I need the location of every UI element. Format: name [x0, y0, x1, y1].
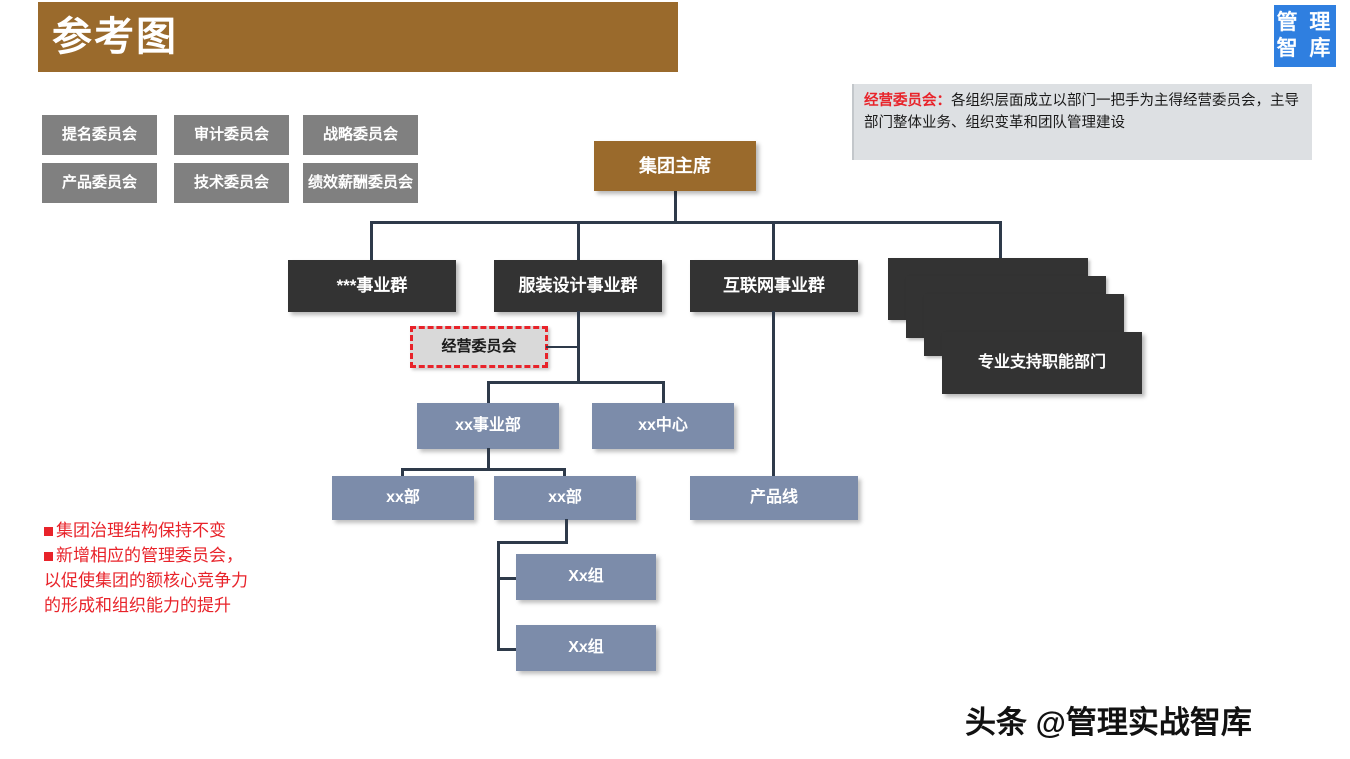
org-node-business-group-1[interactable]: ***事业群	[288, 260, 456, 312]
watermark: 头条 @管理实战智库	[965, 705, 1252, 740]
connector-drop-dept-1	[401, 468, 404, 481]
org-node-management-committee[interactable]: 经营委员会	[410, 326, 548, 368]
connector-group-branch-1	[497, 577, 518, 580]
org-node-label: Xx组	[568, 568, 604, 585]
committee-label: 提名委员会	[61, 126, 137, 143]
connector-level3-bus	[487, 381, 665, 384]
brand-logo: 管 理 智 库	[1274, 5, 1336, 67]
connector-drop-center	[662, 381, 665, 404]
committee-box-performance-compensation[interactable]: 绩效薪酬委员会	[303, 163, 418, 203]
note-text: 集团治理结构保持不变	[56, 521, 226, 540]
connector-level2-bus	[370, 221, 1002, 224]
title-banner: 参考图	[38, 2, 678, 72]
committee-label: 审计委员会	[193, 126, 269, 143]
org-node-internet-group[interactable]: 互联网事业群	[690, 260, 858, 312]
connector-apparel-trunk	[577, 311, 580, 383]
org-node-label: xx中心	[638, 417, 688, 434]
note-line-3: 以促使集团的额核心竞争力	[44, 571, 248, 590]
callout-body: 各组织层面成立以部门一把手为主得经营委员会，主导部门整体业务、组织变革和团队管理…	[864, 93, 1299, 131]
org-node-label: 集团主席	[639, 156, 711, 176]
org-node-label: 专业支持职能部门	[977, 354, 1106, 371]
connector-drop-group-1	[370, 221, 373, 261]
org-node-apparel-design-group[interactable]: 服装设计事业群	[494, 260, 662, 312]
connector-division-trunk	[487, 448, 490, 470]
brand-logo-line-2: 智 库	[1276, 37, 1334, 60]
committee-box-strategy[interactable]: 战略委员会	[303, 115, 418, 155]
committee-label: 战略委员会	[322, 126, 398, 143]
note-line-4: 的形成和组织能力的提升	[44, 596, 231, 615]
note-line-2: 新增相应的管理委员会，	[44, 543, 344, 568]
org-node-label: xx部	[386, 489, 420, 506]
org-node-label: 产品线	[749, 489, 798, 506]
note-text: 新增相应的管理委员会，	[56, 546, 243, 565]
connector-drop-group-2	[577, 221, 580, 261]
page-title: 参考图	[52, 15, 178, 59]
org-node-xx-center[interactable]: xx中心	[592, 403, 734, 449]
callout-note: 经营委员会：各组织层面成立以部门一把手为主得经营委员会，主导部门整体业务、组织变…	[852, 84, 1312, 160]
connector-group-branch-2	[497, 648, 518, 651]
note-line-1: 集团治理结构保持不变	[44, 518, 344, 543]
connector-internet-to-productline	[772, 311, 775, 478]
org-node-label: xx事业部	[455, 417, 521, 434]
committee-label: 技术委员会	[193, 174, 269, 191]
committee-label: 产品委员会	[61, 174, 137, 191]
connector-dept2-stem	[565, 519, 568, 543]
connector-chair-stem	[674, 190, 677, 222]
connector-committee-link	[546, 346, 580, 348]
callout-key: 经营委员会：	[864, 93, 951, 109]
committee-box-product[interactable]: 产品委员会	[42, 163, 157, 203]
org-node-xx-dept-1[interactable]: xx部	[332, 476, 474, 520]
connector-drop-group-4	[999, 221, 1002, 261]
org-node-label: Xx组	[568, 639, 604, 656]
org-node-label: xx部	[548, 489, 582, 506]
org-node-xx-team-2[interactable]: Xx组	[516, 625, 656, 671]
connector-group-spine	[497, 541, 500, 651]
committee-label: 绩效薪酬委员会	[307, 174, 413, 191]
org-node-xx-team-1[interactable]: Xx组	[516, 554, 656, 600]
red-notes-block: 集团治理结构保持不变 新增相应的管理委员会， 以促使集团的额核心竞争力 的形成和…	[44, 518, 344, 618]
committee-box-technology[interactable]: 技术委员会	[174, 163, 289, 203]
connector-level4-bus	[401, 468, 566, 471]
org-node-product-line[interactable]: 产品线	[690, 476, 858, 520]
org-node-label: 服装设计事业群	[518, 276, 638, 295]
connector-drop-dept-2	[563, 468, 566, 481]
org-node-xx-dept-2[interactable]: xx部	[494, 476, 636, 520]
org-node-xx-division[interactable]: xx事业部	[417, 403, 559, 449]
org-node-label: 互联网事业群	[723, 276, 825, 295]
org-node-label: ***事业群	[336, 276, 408, 295]
connector-drop-division	[487, 381, 490, 404]
connector-drop-group-3	[772, 221, 775, 261]
committee-box-audit[interactable]: 审计委员会	[174, 115, 289, 155]
committee-box-nomination[interactable]: 提名委员会	[42, 115, 157, 155]
bullet-square-icon	[44, 552, 53, 562]
org-node-support-functions[interactable]: 专业支持职能部门	[942, 332, 1142, 394]
connector-group-elbow-top	[497, 541, 568, 544]
brand-logo-line-1: 管 理	[1276, 11, 1334, 34]
bullet-square-icon	[44, 527, 53, 537]
org-node-label: 经营委员会	[441, 338, 517, 355]
org-node-chairman[interactable]: 集团主席	[594, 141, 756, 191]
